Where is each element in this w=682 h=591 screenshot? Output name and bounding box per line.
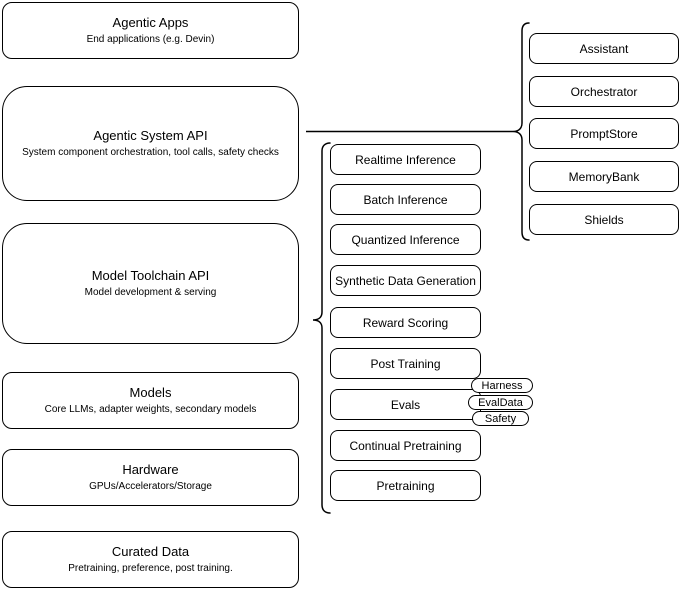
node-orchestrator: Orchestrator — [529, 76, 679, 107]
node-title: Curated Data — [111, 544, 190, 559]
node-evals: Evals — [330, 389, 481, 420]
node-continual-pretraining: Continual Pretraining — [330, 430, 481, 461]
node-realtime-inference: Realtime Inference — [330, 144, 481, 175]
node-pretraining: Pretraining — [330, 470, 481, 501]
node-models: Models Core LLMs, adapter weights, secon… — [2, 372, 299, 429]
toolchain-services-brace — [312, 142, 331, 514]
node-title: Hardware — [122, 462, 179, 477]
tag-safety: Safety — [472, 411, 529, 426]
node-curated-data: Curated Data Pretraining, preference, po… — [2, 531, 299, 588]
tag-harness: Harness — [471, 378, 533, 393]
node-title: Model Toolchain API — [91, 268, 210, 283]
node-promptstore: PromptStore — [529, 118, 679, 149]
node-subtitle: End applications (e.g. Devin) — [86, 34, 215, 45]
node-post-training: Post Training — [330, 348, 481, 379]
node-agentic-apps: Agentic Apps End applications (e.g. Devi… — [2, 2, 299, 59]
node-title: Models — [129, 385, 172, 400]
node-title: Agentic Apps — [112, 15, 189, 30]
node-subtitle: Pretraining, preference, post training. — [68, 563, 233, 574]
node-assistant: Assistant — [529, 33, 679, 64]
node-reward-scoring: Reward Scoring — [330, 307, 481, 338]
node-subtitle: Model development & serving — [84, 287, 217, 298]
tag-evaldata: EvalData — [468, 395, 533, 410]
node-agentic-system-api: Agentic System API System component orch… — [2, 86, 299, 201]
node-subtitle: Core LLMs, adapter weights, secondary mo… — [44, 404, 257, 415]
node-shields: Shields — [529, 204, 679, 235]
node-subtitle: GPUs/Accelerators/Storage — [89, 481, 212, 492]
node-hardware: Hardware GPUs/Accelerators/Storage — [2, 449, 299, 506]
node-synthetic-data-generation: Synthetic Data Generation — [330, 265, 481, 296]
node-batch-inference: Batch Inference — [330, 184, 481, 215]
system-services-brace — [512, 22, 530, 241]
node-quantized-inference: Quantized Inference — [330, 224, 481, 255]
node-title: Agentic System API — [93, 128, 208, 143]
node-model-toolchain-api: Model Toolchain API Model development & … — [2, 223, 299, 344]
node-memorybank: MemoryBank — [529, 161, 679, 192]
node-subtitle: System component orchestration, tool cal… — [22, 147, 279, 158]
